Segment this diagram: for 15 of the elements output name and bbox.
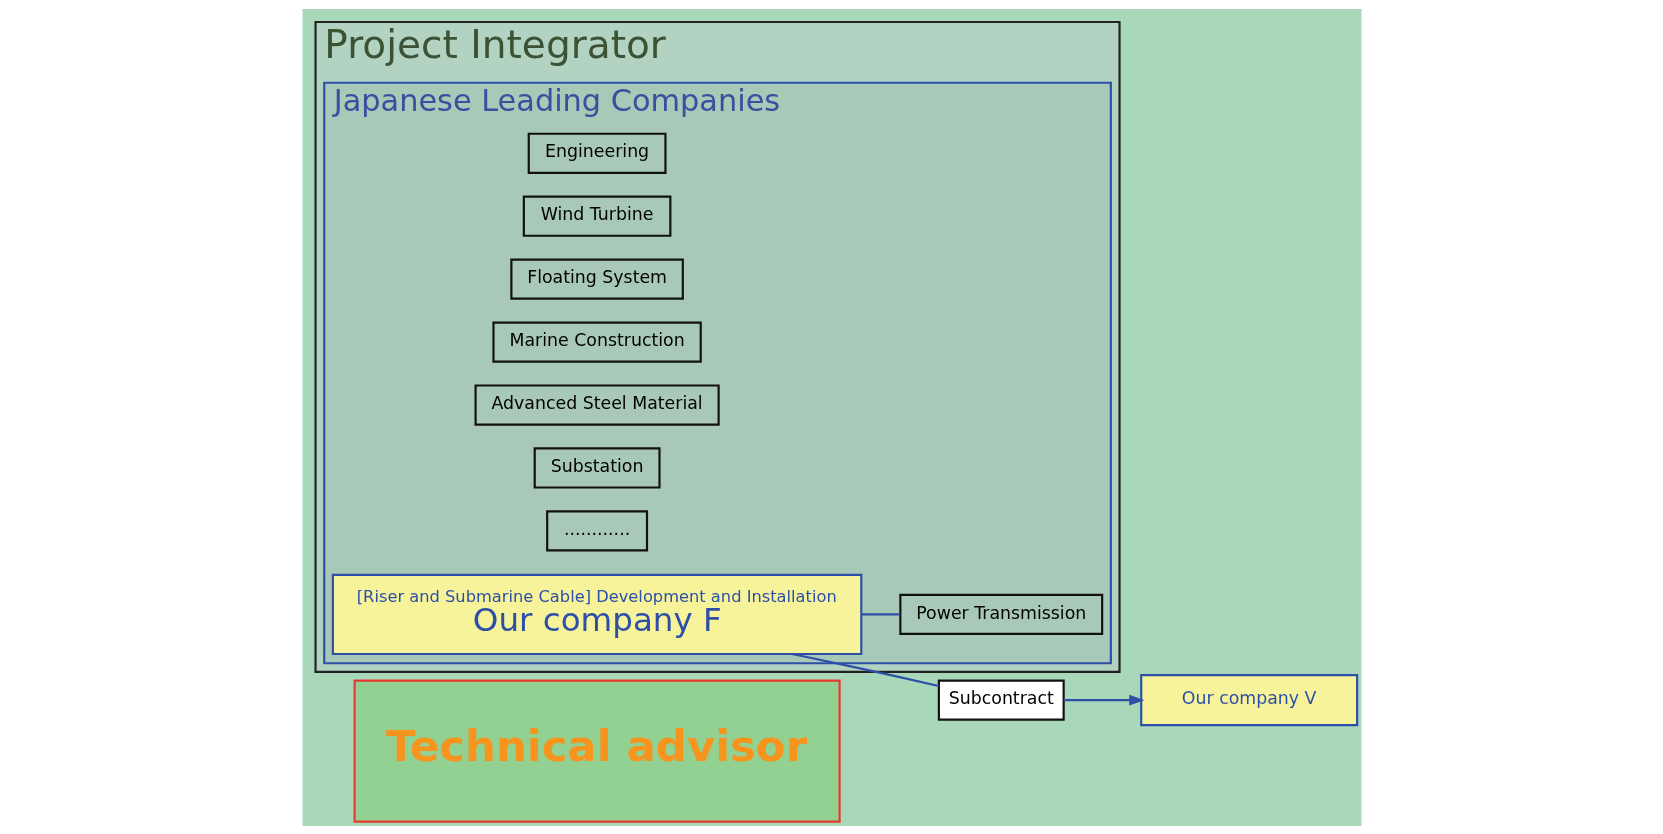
node-box: Substation bbox=[533, 446, 661, 489]
node-box: [Riser and Submarine Cable] Development and Installation Our company F bbox=[331, 573, 862, 655]
node-box: Advanced Steel Material bbox=[474, 383, 720, 426]
node-box: Our company V bbox=[1139, 673, 1358, 726]
node-box: Subcontract bbox=[937, 679, 1065, 721]
arrow bbox=[1063, 694, 1144, 705]
node-box: Technical advisor bbox=[353, 679, 841, 823]
node-box: Floating System bbox=[509, 258, 684, 300]
connector bbox=[861, 612, 900, 615]
connector bbox=[791, 652, 939, 687]
node-box: Power Transmission bbox=[898, 593, 1103, 635]
node-box: ............ bbox=[545, 509, 648, 551]
node-box: Marine Construction bbox=[491, 320, 702, 363]
node-box: Engineering bbox=[527, 132, 667, 174]
node-box: Wind Turbine bbox=[522, 195, 671, 237]
